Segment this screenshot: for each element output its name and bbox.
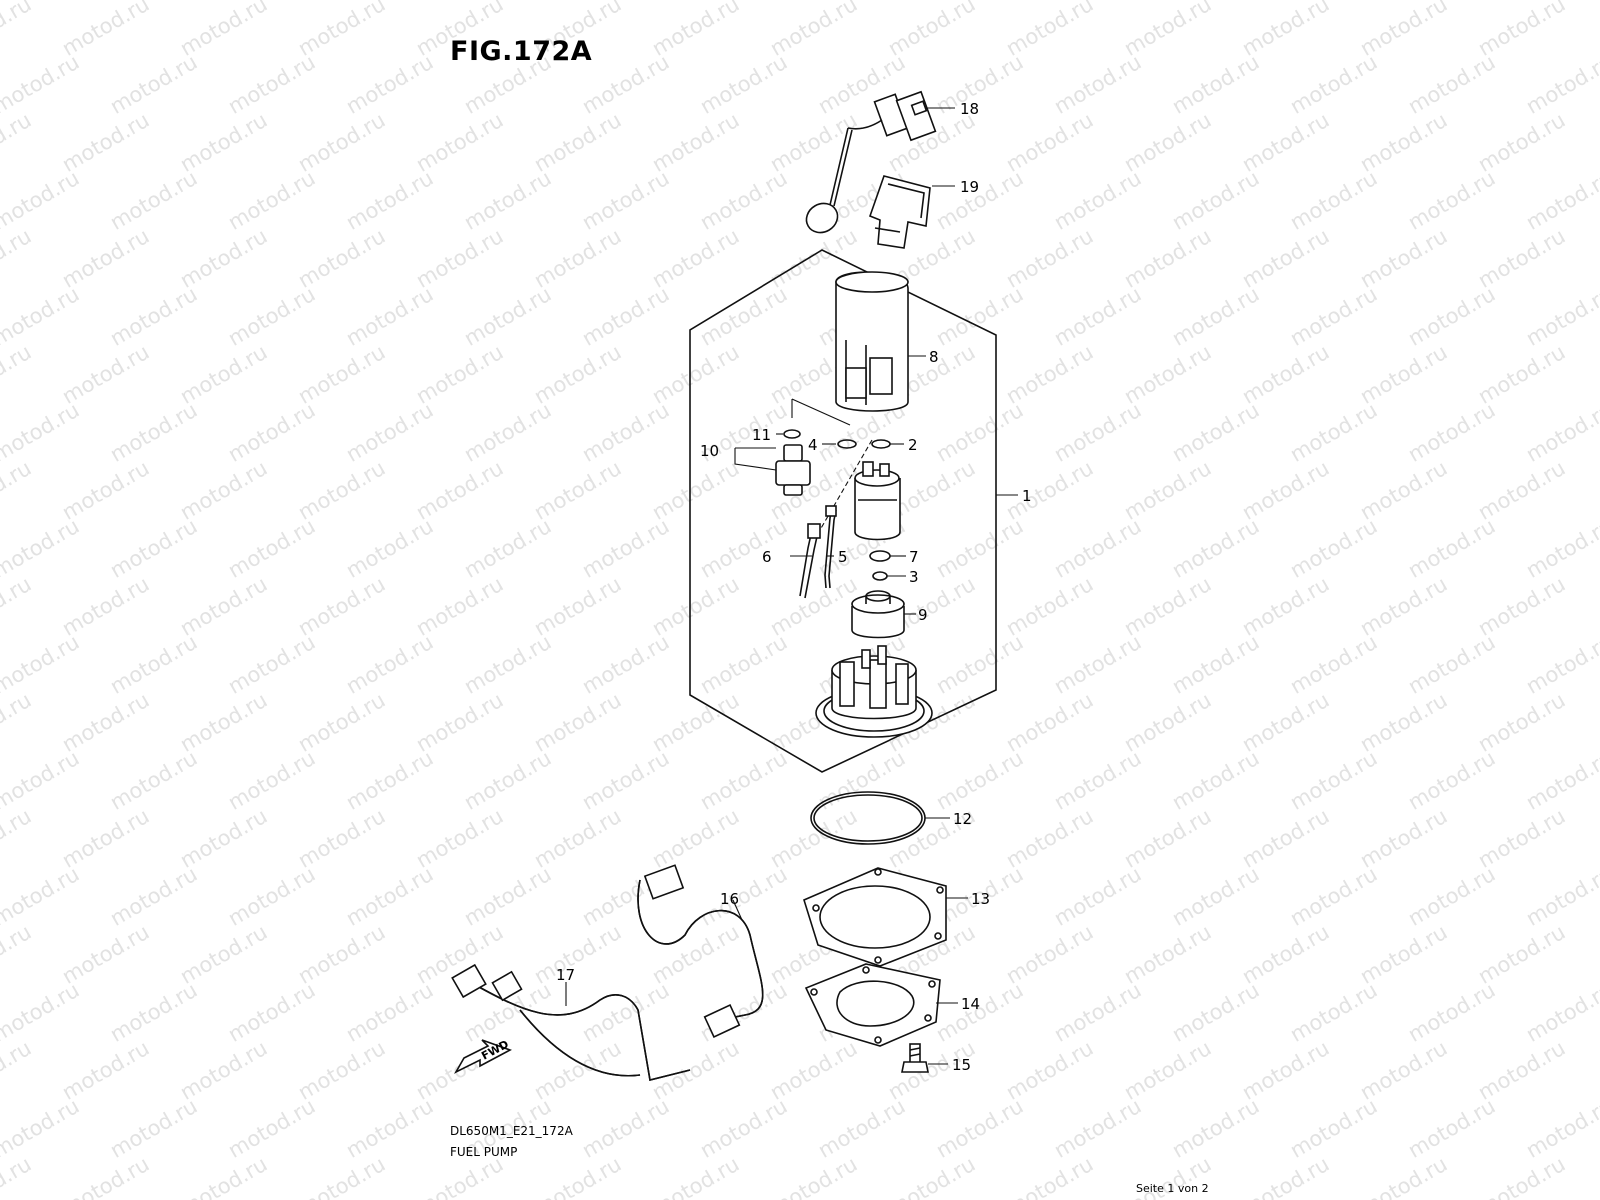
part-11-o-ring [783, 429, 801, 439]
callout-7: 7 [909, 548, 919, 566]
callout-13: 13 [971, 890, 990, 908]
part-5-lead-wire [824, 505, 837, 589]
callout-17: 17 [556, 966, 575, 984]
part-3-washer [872, 571, 888, 581]
part-4-o-ring [837, 439, 857, 449]
leader-lines [565, 107, 1018, 1065]
callout-12: 12 [953, 810, 972, 828]
part-2-o-ring [871, 439, 891, 449]
callout-10: 10 [700, 442, 719, 460]
fuel-pump-base [815, 645, 933, 738]
callout-5: 5 [838, 548, 848, 566]
fwd-arrow: FWD [453, 1038, 512, 1074]
callout-15: 15 [952, 1056, 971, 1074]
page-indicator: Seite 1 von 2 [1136, 1182, 1209, 1195]
part-15-bolt [901, 1043, 929, 1073]
callout-4: 4 [808, 436, 818, 454]
part-7-o-ring [869, 550, 891, 562]
part-17-fuel-hose-assembly [451, 963, 691, 1081]
part-16-fuel-hose [637, 864, 764, 1038]
callout-8: 8 [929, 348, 939, 366]
figure-title: FIG.172A [450, 36, 593, 67]
part-9-strainer [851, 590, 905, 639]
diagram-code: DL650M1_E21_172A [450, 1124, 573, 1138]
part-19-bracket [868, 175, 931, 249]
callout-1: 1 [1022, 487, 1032, 505]
part-14-cover-gasket [804, 963, 941, 1047]
part-13-mounting-plate [803, 867, 947, 967]
part-18-fuel-level-sender [805, 90, 937, 234]
part-10-pressure-regulator [775, 444, 811, 496]
callout-19: 19 [960, 178, 979, 196]
callout-14: 14 [961, 995, 980, 1013]
callout-6: 6 [762, 548, 772, 566]
callout-16: 16 [720, 890, 739, 908]
part-12-gasket [810, 791, 926, 845]
assembly-outline [689, 249, 997, 773]
alignment-lines [791, 398, 873, 531]
fuel-pump-motor [854, 461, 901, 541]
callout-labels: 18 19 8 1 11 10 4 2 6 5 7 3 9 12 13 14 1… [556, 100, 1032, 1074]
callout-18: 18 [960, 100, 979, 118]
callout-9: 9 [918, 606, 928, 624]
callout-2: 2 [908, 436, 918, 454]
part-8-fuel-filter [835, 271, 909, 412]
callout-11: 11 [752, 426, 771, 444]
part-6-lead-wire [799, 523, 821, 599]
diagram-caption: FUEL PUMP [450, 1145, 518, 1159]
callout-3: 3 [909, 568, 919, 586]
